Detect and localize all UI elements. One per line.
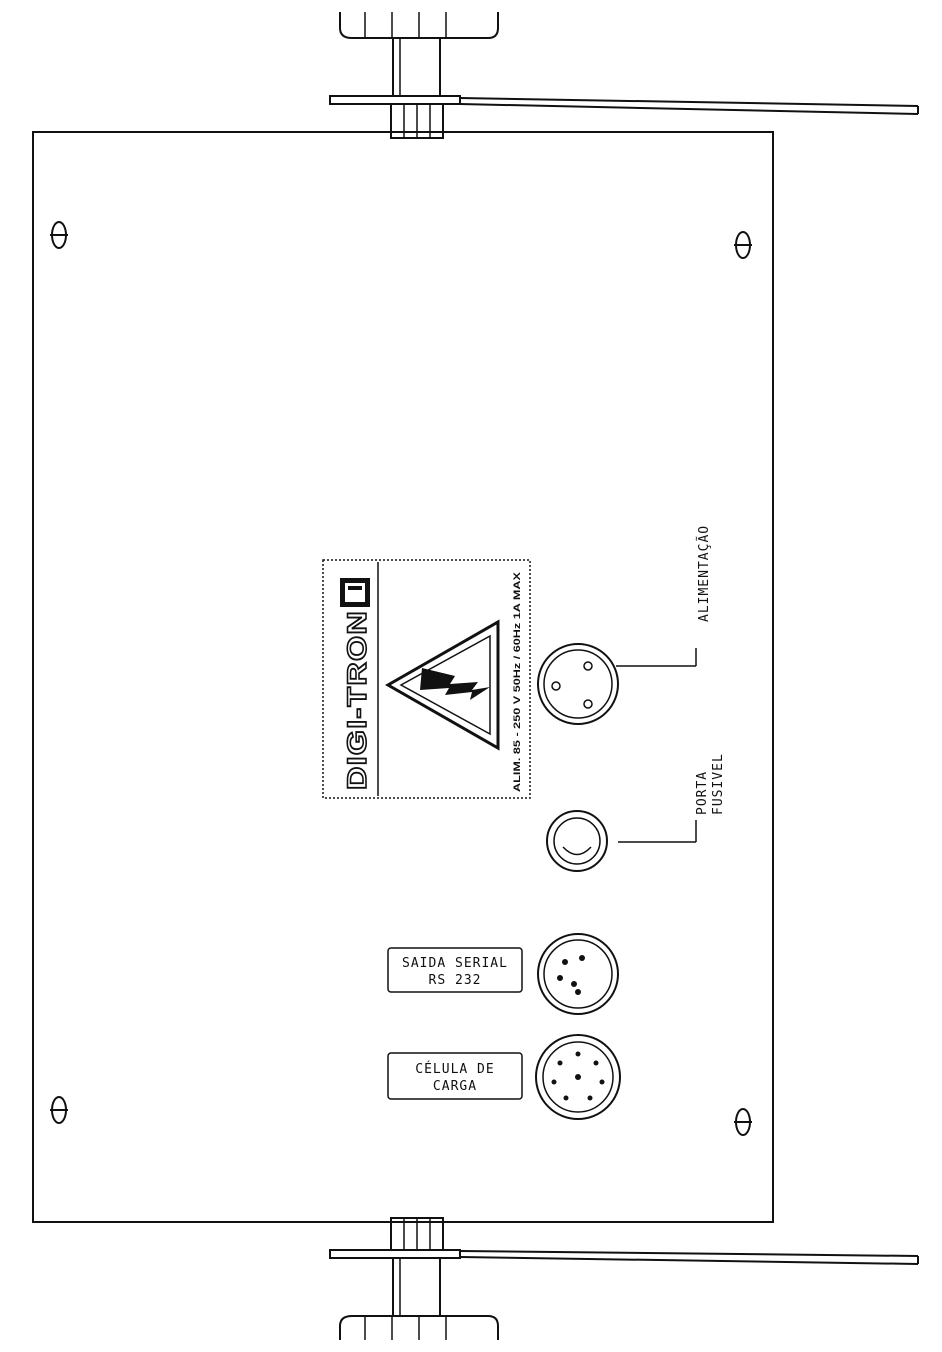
- porta-fusivel-leader: [618, 820, 697, 843]
- top-mounting-bracket: [329, 12, 919, 139]
- porta-fusivel-label-line1: PORTA: [695, 771, 710, 815]
- power-connector[interactable]: [537, 643, 619, 725]
- celula-label-line2: CARGA: [433, 1079, 477, 1094]
- fuse-holder[interactable]: [546, 810, 608, 872]
- digitron-logo: DIGI-TRON: [340, 578, 373, 791]
- screw-top-right-icon: [734, 231, 752, 259]
- porta-fusivel-label-line2: FUSIVEL: [711, 753, 726, 815]
- saida-serial-label-line1: SAIDA SERIAL: [402, 956, 508, 971]
- celula-carga-tag: CÉLULA DE CARGA: [387, 1052, 523, 1100]
- warning-label-plate: DIGI-TRON ALIM. 85 - 250 V 50Hz / 60Hz 1…: [322, 559, 531, 799]
- electrical-rating: ALIM. 85 - 250 V 50Hz / 60Hz 1A MAX: [512, 571, 523, 792]
- rs232-connector[interactable]: [537, 933, 619, 1015]
- celula-label-line1: CÉLULA DE: [415, 1061, 494, 1077]
- screw-top-left-icon: [50, 221, 68, 249]
- panel-outline: [32, 131, 774, 1223]
- screw-bottom-right-icon: [734, 1108, 752, 1136]
- svg-text:DIGI-TRON: DIGI-TRON: [342, 610, 372, 790]
- saida-serial-tag: SAIDA SERIAL RS 232: [387, 947, 523, 993]
- saida-serial-label-line2: RS 232: [429, 973, 482, 988]
- electric-hazard-triangle-icon: [384, 619, 500, 751]
- bottom-mounting-bracket: [329, 1217, 919, 1340]
- load-cell-connector[interactable]: [535, 1034, 621, 1120]
- screw-bottom-left-icon: [50, 1096, 68, 1124]
- alimentacao-leader: [616, 648, 697, 667]
- alimentacao-label: ALIMENTAÇÃO: [696, 525, 712, 622]
